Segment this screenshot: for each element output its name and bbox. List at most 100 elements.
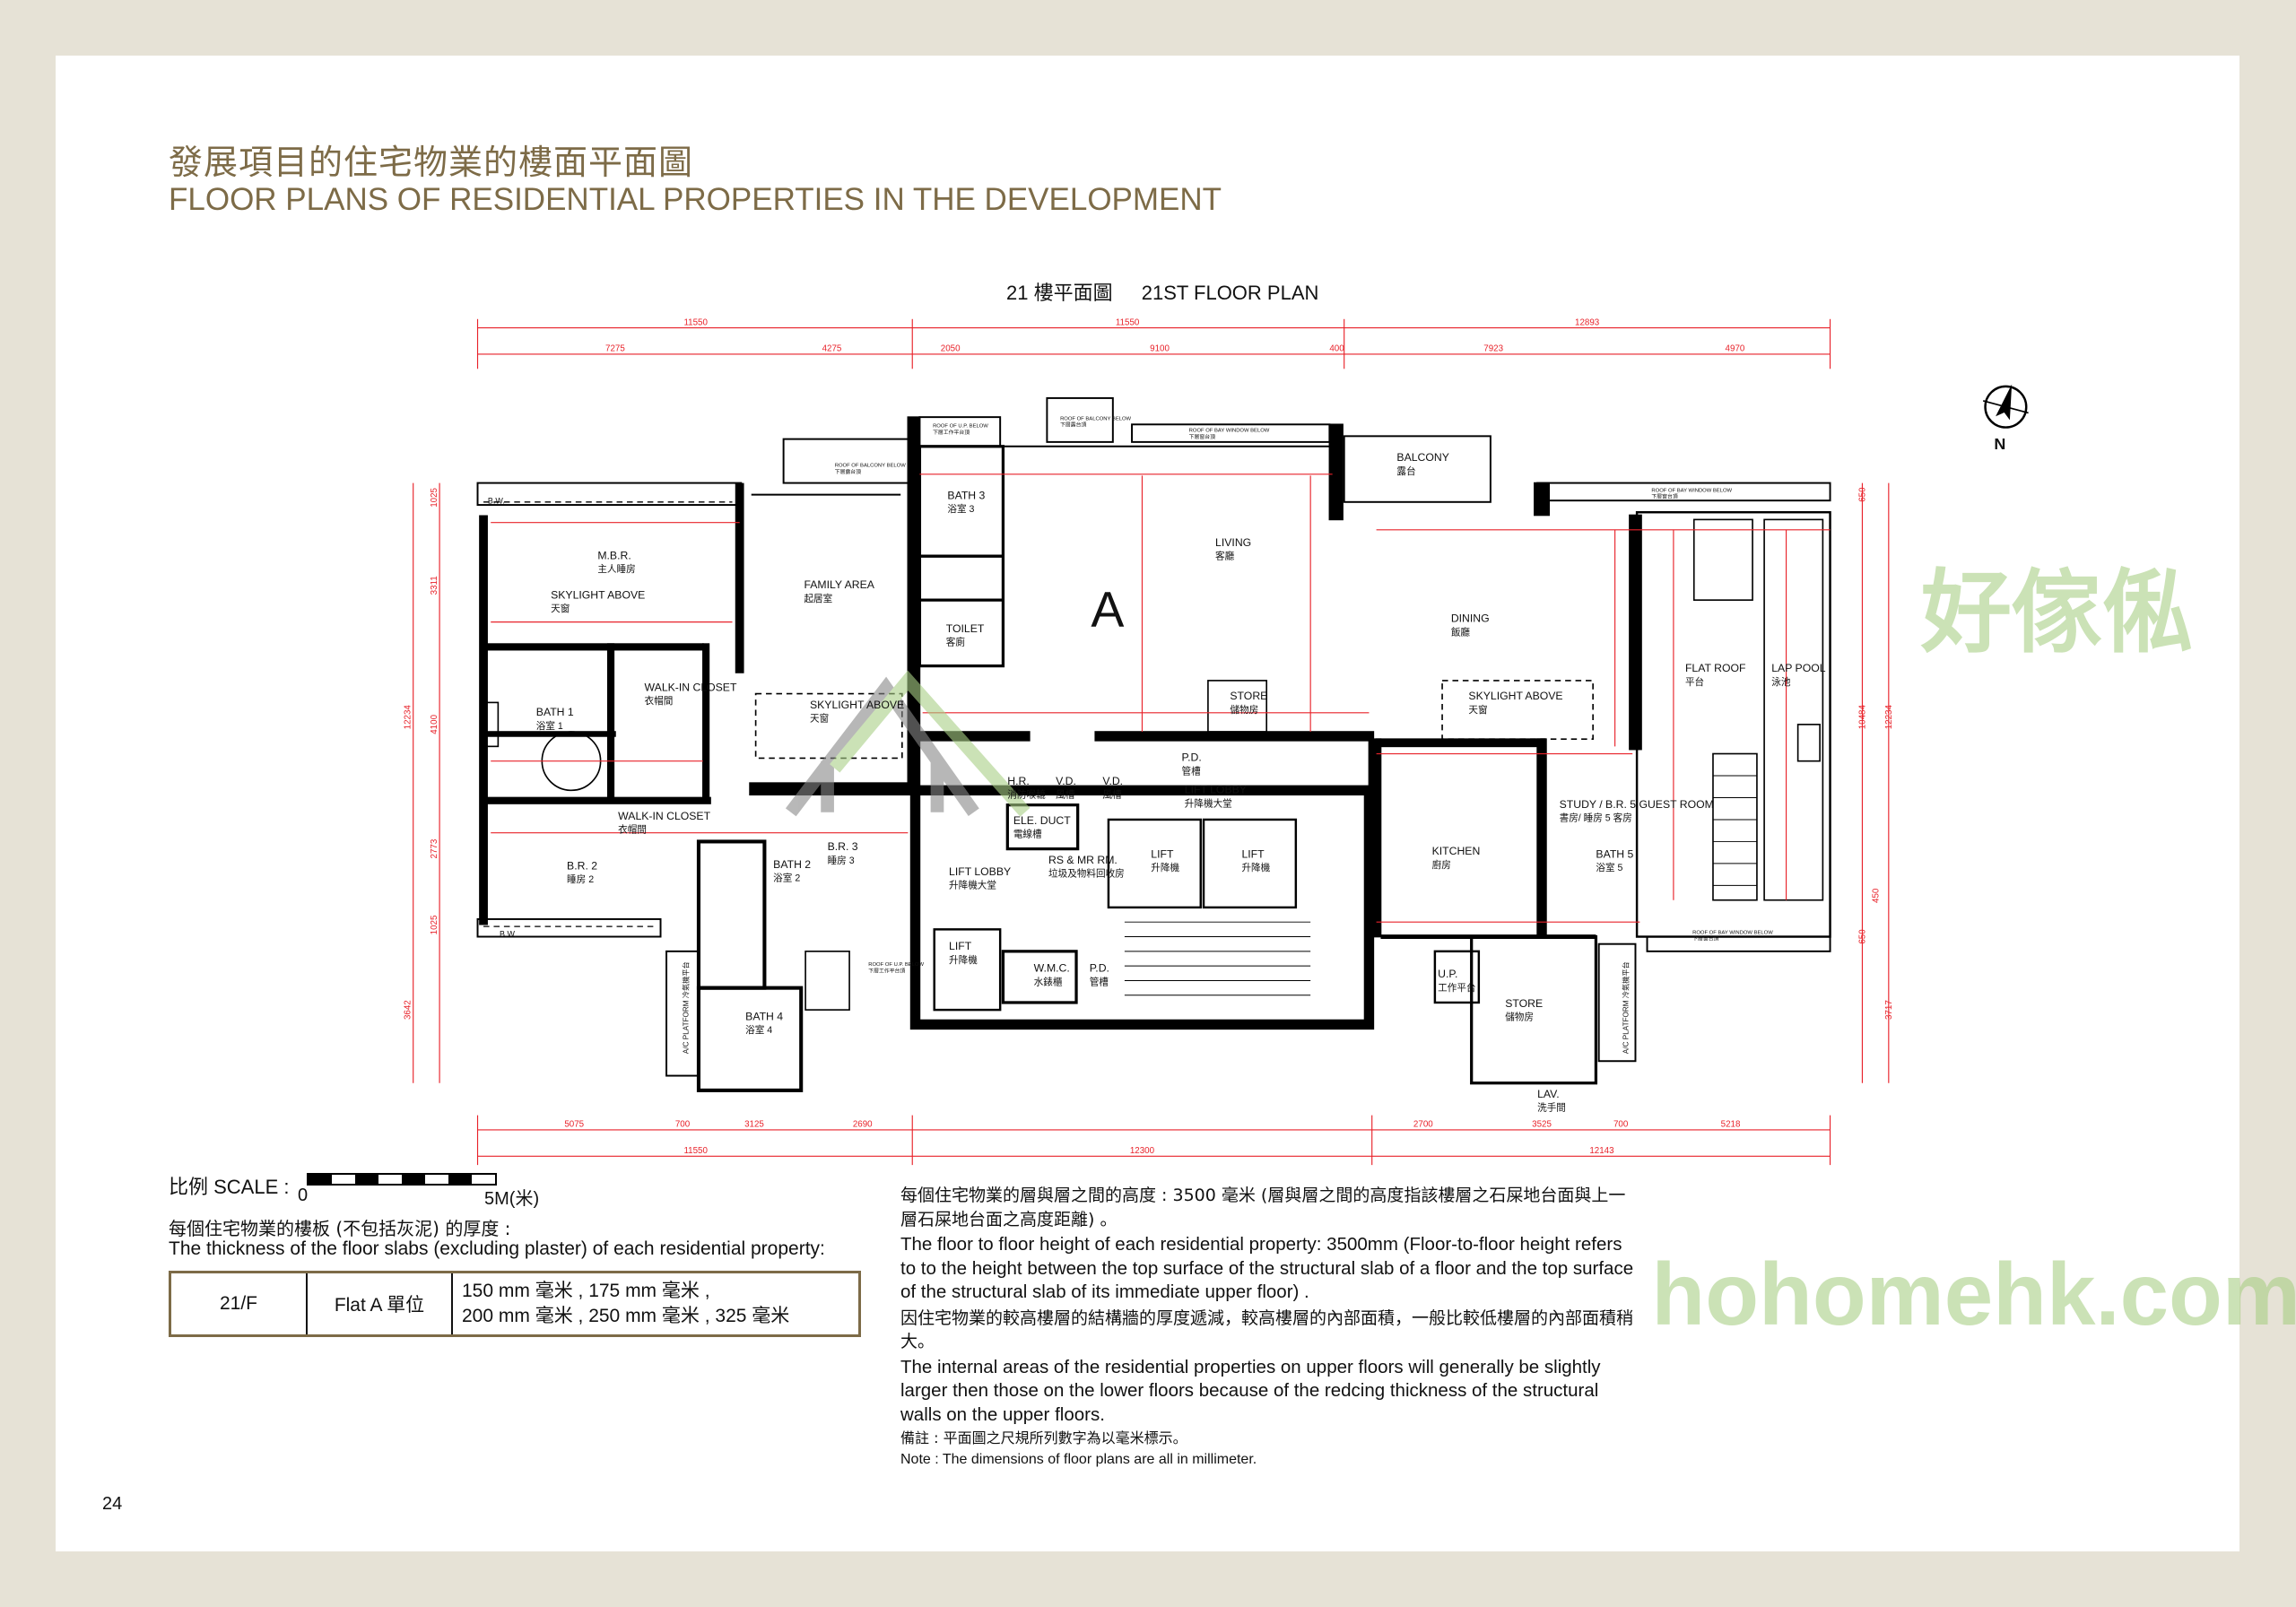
room-label: SKYLIGHT ABOVE xyxy=(810,699,904,711)
room-label-zh: 工作平台 xyxy=(1438,982,1475,994)
room-label-zh: 浴室 1 xyxy=(536,720,563,732)
room-label-zh: 天窗 xyxy=(810,713,829,725)
room-label-zh: 升降機 xyxy=(949,954,978,966)
room-label: LIFT xyxy=(1241,847,1265,860)
dimension-label: 11550 xyxy=(683,1146,708,1156)
remark-zh: 備註 : 平面圖之尺規所列數字為以毫米標示。 xyxy=(900,1429,1187,1446)
dimension-label: 10484 xyxy=(1858,705,1868,730)
room-label-zh: 天窗 xyxy=(551,603,570,614)
dimension-label: 7275 xyxy=(605,344,625,354)
room-label: LAP POOL xyxy=(1771,662,1825,674)
room-label: LIVING xyxy=(1215,536,1251,549)
room-label-zh: 升降機 xyxy=(1151,862,1179,873)
watermark-text-en: hohomehk.com xyxy=(1651,1245,2296,1343)
roof-note-zh: 下層工作平台頂 xyxy=(933,429,970,436)
room-label: FLAT ROOF xyxy=(1685,662,1746,674)
room-label-zh: 主人睡房 xyxy=(597,563,635,575)
roof-note: ROOF OF BAY WINDOW BELOW xyxy=(1651,488,1732,493)
page-title-en: FLOOR PLANS OF RESIDENTIAL PROPERTIES IN… xyxy=(169,182,1222,217)
floor-plan-title-en: 21ST FLOOR PLAN xyxy=(1141,282,1319,304)
room-label-zh: 消防喉轆 xyxy=(1007,788,1046,800)
roof-note-zh: 下層窗台頂 xyxy=(1651,493,1677,500)
thickness-line-2: 200 mm 毫米 , 250 mm 毫米 , 325 毫米 xyxy=(462,1306,790,1326)
room-label: B.R. 3 xyxy=(828,840,858,853)
room-label-zh: 飯廳 xyxy=(1451,626,1471,638)
room-label: BATH 2 xyxy=(773,858,811,871)
room-label: STUDY / B.R. 5 GUEST ROOM xyxy=(1560,798,1714,811)
room-label: P.D. xyxy=(1090,962,1109,975)
room-label: P.D. xyxy=(1182,751,1202,764)
remark-en: Note : The dimensions of floor plans are… xyxy=(900,1452,1257,1467)
scale-end: 5M(米) xyxy=(484,1189,540,1209)
dimension-label: 3525 xyxy=(1532,1120,1552,1130)
room-label: ELE. DUCT xyxy=(1013,814,1071,827)
dimension-label: 4100 xyxy=(430,714,439,734)
north-compass-icon xyxy=(1982,384,2029,429)
room-label-zh: 衣帽間 xyxy=(645,695,674,707)
room-label: BATH 5 xyxy=(1596,847,1633,860)
dimension-label: 3311 xyxy=(430,576,439,595)
bay-window-label: B.W. xyxy=(488,496,505,505)
roof-note-zh: 下層工作平台頂 xyxy=(868,968,905,975)
room-label: LIFT LOBBY xyxy=(949,865,1011,878)
dimension-label: 4970 xyxy=(1726,344,1745,354)
room-label: WALK-IN CLOSET xyxy=(645,681,737,693)
room-label-zh: 電線槽 xyxy=(1013,829,1042,840)
room-label: LIFT xyxy=(949,940,972,952)
room-label: FAMILY AREA xyxy=(804,578,874,591)
room-label-zh: 露台 xyxy=(1396,465,1415,477)
room-label-zh: 浴室 2 xyxy=(773,872,800,883)
scale-bar xyxy=(307,1173,497,1186)
room-label-zh: 起居室 xyxy=(804,593,832,604)
room-label: B.R. 2 xyxy=(567,859,597,872)
room-label: LIFT xyxy=(1151,847,1174,860)
room-label-zh: 儲物房 xyxy=(1230,704,1258,716)
dimension-label: 3642 xyxy=(403,1000,413,1020)
room-label-zh: 風槽 xyxy=(1102,789,1122,800)
room-label: STORE xyxy=(1505,997,1543,1010)
roof-note: ROOF OF BAY WINDOW BELOW xyxy=(1189,428,1270,433)
room-label-zh: 睡房 3 xyxy=(828,855,855,866)
area-note-en: The internal areas of the residential pr… xyxy=(900,1356,1601,1425)
walls xyxy=(476,396,1831,1092)
room-label-zh: 儲物房 xyxy=(1505,1012,1534,1023)
dimension-label: 3717 xyxy=(1884,1000,1894,1020)
room-label-zh: 管槽 xyxy=(1090,976,1109,987)
dimension-label: 2690 xyxy=(853,1120,873,1130)
thickness-cell: 150 mm 毫米 , 175 mm 毫米 , 200 mm 毫米 , 250 … xyxy=(451,1271,861,1337)
dimension-label: 4275 xyxy=(822,344,842,354)
flat-cell: Flat A 單位 xyxy=(306,1271,453,1337)
dimension-label: 11550 xyxy=(683,317,708,327)
roof-note-zh: 下層露台頂 xyxy=(1060,421,1086,429)
ac-platform-label: A/C PLATFORM 冷氣機平台 xyxy=(682,961,691,1054)
room-label: W.M.C. xyxy=(1034,962,1070,975)
dimension-label: 400 xyxy=(1329,344,1344,354)
slab-caption-en: The thickness of the floor slabs (exclud… xyxy=(169,1238,825,1259)
roof-note-zh: 下層窗台頂 xyxy=(1189,433,1215,440)
dimension-label: 5075 xyxy=(564,1120,584,1130)
room-label: TOILET xyxy=(946,622,985,635)
dimension-label: 650 xyxy=(1858,487,1868,502)
dimension-label: 12234 xyxy=(403,705,413,730)
room-label-zh: 衣帽間 xyxy=(618,824,647,836)
scale-label: 比例 SCALE : xyxy=(169,1176,290,1198)
room-label-zh: 廚房 xyxy=(1432,859,1451,871)
room-label-zh: 洗手間 xyxy=(1537,1102,1566,1114)
roof-note: ROOF OF BALCONY BELOW xyxy=(1060,416,1131,421)
dimension-label: 700 xyxy=(1613,1120,1629,1130)
room-label: DINING xyxy=(1451,612,1490,625)
roof-note: ROOF OF BALCONY BELOW xyxy=(835,464,906,469)
room-label: STORE xyxy=(1230,690,1267,702)
slab-thickness-table: 21/F Flat A 單位 150 mm 毫米 , 175 mm 毫米 , 2… xyxy=(169,1271,861,1337)
page-title-zh: 發展項目的住宅物業的樓面平面圖 xyxy=(169,143,694,182)
dimension-label: 12143 xyxy=(1589,1146,1614,1156)
thickness-line-1: 150 mm 毫米 , 175 mm 毫米 , xyxy=(462,1281,710,1301)
dimension-label: 2773 xyxy=(430,838,439,858)
room-label-zh: 客廁 xyxy=(946,637,966,648)
room-label-zh: 浴室 3 xyxy=(947,503,974,515)
dimension-label: 12234 xyxy=(1884,705,1894,730)
roof-note: ROOF OF BAY WINDOW BELOW xyxy=(1692,930,1773,935)
dimension-label: 2050 xyxy=(941,344,961,354)
room-label: BATH 3 xyxy=(947,490,985,502)
watermark-text-zh: 好傢俬 xyxy=(1920,562,2194,664)
